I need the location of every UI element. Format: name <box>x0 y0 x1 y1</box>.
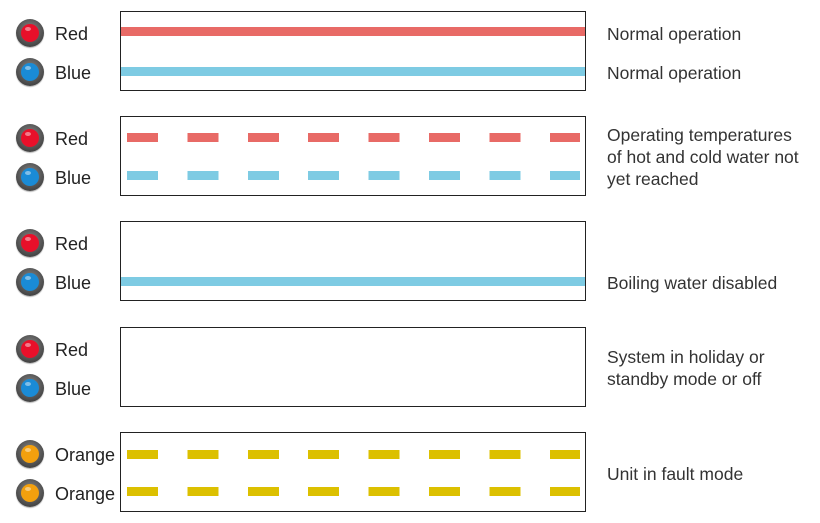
indicator-light-panel <box>120 116 586 196</box>
yellow-light-bar-dashed <box>127 450 580 459</box>
red-led-icon <box>16 229 44 257</box>
indicator-light-panel <box>120 432 586 512</box>
blue-light-bar-solid <box>121 67 585 76</box>
status-description: Normal operation <box>607 24 742 44</box>
status-description: Boiling water disabled <box>607 273 778 293</box>
led-label: Blue <box>55 379 92 399</box>
blue-light-bar-solid <box>121 277 585 286</box>
status-row-temperatures-not-reached: Red Blue Operating temperatures of hot a… <box>0 116 820 198</box>
led-label: Red <box>55 340 89 360</box>
led-label: Blue <box>55 273 92 293</box>
status-description: Operating temperatures of hot and cold w… <box>607 125 799 189</box>
status-description: System in holiday or standby mode or off <box>607 347 765 389</box>
status-row-boiling-water-disabled: Red Blue Boiling water disabled <box>0 221 820 303</box>
orange-led-icon <box>16 440 44 468</box>
red-led-icon <box>16 335 44 363</box>
indicator-light-panel <box>120 11 586 91</box>
red-led-icon <box>16 124 44 152</box>
indicator-light-panel <box>120 221 586 301</box>
yellow-light-bar-dashed <box>127 487 580 496</box>
red-light-bar-dashed <box>127 133 580 142</box>
led-label: Orange <box>55 484 116 504</box>
status-row-holiday-standby-off: Red Blue System in holiday or standby mo… <box>0 327 820 409</box>
led-label: Red <box>55 24 89 44</box>
blue-light-bar-dashed <box>127 171 580 180</box>
led-label: Red <box>55 129 89 149</box>
red-light-bar-solid <box>121 27 585 36</box>
blue-led-icon <box>16 374 44 402</box>
status-row-fault-mode: Orange Orange Unit in fault mode <box>0 432 820 514</box>
red-led-icon <box>16 19 44 47</box>
led-label: Blue <box>55 63 92 83</box>
orange-led-icon <box>16 479 44 507</box>
status-description: Normal operation <box>607 63 742 83</box>
indicator-light-panel <box>120 327 586 407</box>
blue-led-icon <box>16 268 44 296</box>
led-label: Blue <box>55 168 92 188</box>
blue-led-icon <box>16 163 44 191</box>
status-row-normal-operation: Red Blue Normal operation Normal operati… <box>0 10 820 92</box>
led-label: Orange <box>55 445 116 465</box>
blue-led-icon <box>16 58 44 86</box>
status-description: Unit in fault mode <box>607 464 744 484</box>
led-label: Red <box>55 234 89 254</box>
